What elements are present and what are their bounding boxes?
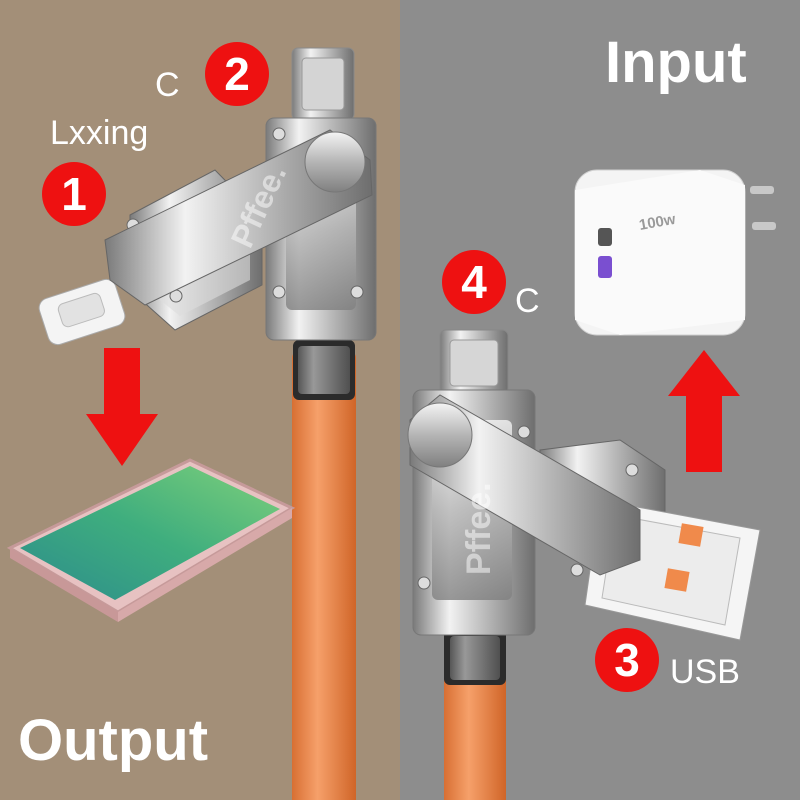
brand-watermark-right: Pffee. <box>460 482 498 575</box>
swivel-arm-left <box>104 129 373 306</box>
badge-4: 4 <box>442 250 506 314</box>
input-label: Input <box>605 30 747 95</box>
usb-label: USB <box>670 653 740 691</box>
badge-2: 2 <box>205 42 269 106</box>
left-cable <box>292 340 356 800</box>
swivel-arm-right <box>407 394 641 576</box>
charger-icon: 100w <box>574 169 776 336</box>
right-cable <box>444 630 506 800</box>
phone-icon <box>6 458 296 622</box>
arrow-up-icon <box>668 350 740 472</box>
charger-text: 100w <box>638 211 677 234</box>
lightning-label: Lxxing <box>50 114 149 152</box>
badge-1: 1 <box>42 162 106 226</box>
type-c-top-label: C <box>155 66 180 104</box>
badge-3: 3 <box>595 628 659 692</box>
arrow-down-icon <box>86 348 158 466</box>
type-c-bottom-label: C <box>515 282 540 320</box>
output-label: Output <box>18 708 209 773</box>
